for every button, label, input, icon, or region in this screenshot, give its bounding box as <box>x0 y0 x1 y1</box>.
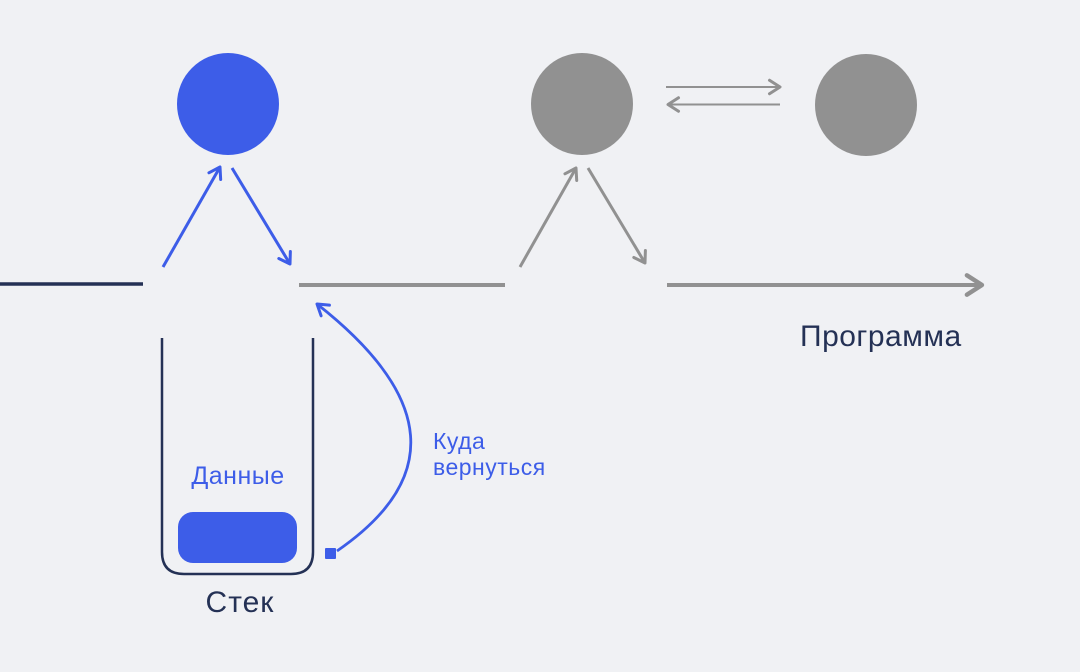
stack-container <box>160 338 315 576</box>
program-label: Программа <box>800 320 962 353</box>
data-label: Данные <box>191 462 285 490</box>
function-circle-1 <box>531 53 633 155</box>
return-note-label: Куда вернуться <box>433 428 546 480</box>
stack-data-block <box>178 512 297 563</box>
stack-label: Стек <box>205 586 275 619</box>
call-arrow-up-gray-icon <box>518 166 579 268</box>
return-address-marker <box>325 548 336 559</box>
function-circle-2 <box>815 54 917 156</box>
return-arrow-down-gray-icon <box>586 167 647 265</box>
return-pointer-curve-icon <box>315 302 413 553</box>
active-function-circle <box>177 53 279 155</box>
return-arrow-down-blue-icon <box>230 167 292 266</box>
call-arrow-up-blue-icon <box>161 165 223 268</box>
